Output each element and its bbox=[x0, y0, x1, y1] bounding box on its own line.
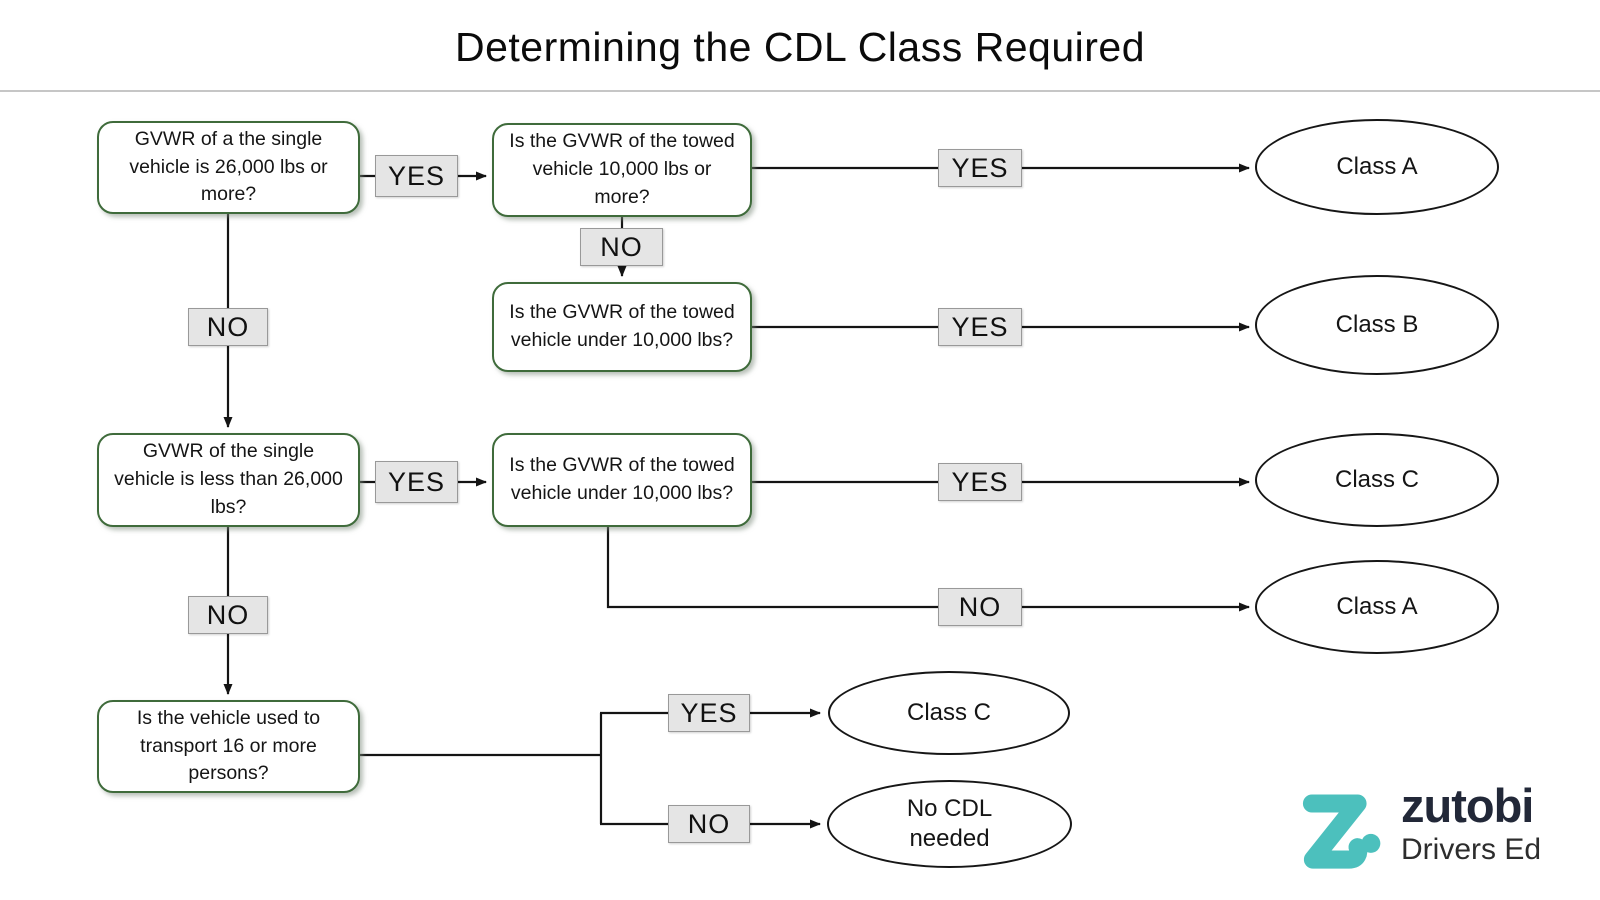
edge-label-yes-q1-q2: YES bbox=[375, 155, 458, 197]
edge-label-yes-class-c: YES bbox=[938, 463, 1022, 501]
outcome-class-c-1: Class C bbox=[1255, 433, 1499, 527]
outcome-class-a-2: Class A bbox=[1255, 560, 1499, 654]
outcome-no-cdl-label: No CDL needed bbox=[906, 795, 993, 852]
edge-label-no-class-a: NO bbox=[938, 588, 1022, 626]
edge-label-yes-class-c-small: YES bbox=[668, 694, 750, 732]
zutobi-logo-text: zutobi Drivers Ed bbox=[1401, 782, 1541, 867]
decision-towed-under-10000-mid: Is the GVWR of the towed vehicle under 1… bbox=[492, 433, 752, 527]
edge-q5-no-class-a bbox=[606, 527, 1250, 612]
decision-single-vehicle-26000-or-more: GVWR of a the single vehicle is 26,000 l… bbox=[97, 121, 360, 214]
edge-label-no-no-cdl: NO bbox=[668, 805, 750, 843]
outcome-no-cdl: No CDL needed bbox=[827, 780, 1072, 868]
decision-single-vehicle-less-26000: GVWR of the single vehicle is less than … bbox=[97, 433, 360, 527]
edge-label-yes-class-a: YES bbox=[938, 149, 1022, 187]
zutobi-tagline: Drivers Ed bbox=[1401, 832, 1542, 866]
edge-label-yes-class-b: YES bbox=[938, 308, 1022, 346]
decision-towed-under-10000-top: Is the GVWR of the towed vehicle under 1… bbox=[492, 282, 752, 372]
edge-label-yes-q4-q5: YES bbox=[375, 461, 458, 503]
outcome-class-a-1: Class A bbox=[1255, 119, 1499, 215]
zutobi-brand-text: zutobi bbox=[1401, 779, 1534, 832]
outcome-class-b: Class B bbox=[1255, 275, 1499, 375]
outcome-class-c-2: Class C bbox=[828, 671, 1070, 755]
decision-transport-16-persons: Is the vehicle used to transport 16 or m… bbox=[97, 700, 360, 793]
edge-label-no-q2-q3: NO bbox=[580, 228, 663, 266]
edge-label-no-q1-q4: NO bbox=[188, 308, 268, 346]
zutobi-dot bbox=[1361, 833, 1381, 853]
zutobi-logo: zutobi Drivers Ed bbox=[1292, 782, 1541, 882]
decision-towed-10000-or-more: Is the GVWR of the towed vehicle 10,000 … bbox=[492, 123, 752, 217]
zutobi-z-icon bbox=[1302, 794, 1381, 869]
title-divider bbox=[0, 90, 1600, 92]
page-title: Determining the CDL Class Required bbox=[455, 24, 1145, 70]
edge-label-no-q4-q6: NO bbox=[188, 596, 268, 634]
